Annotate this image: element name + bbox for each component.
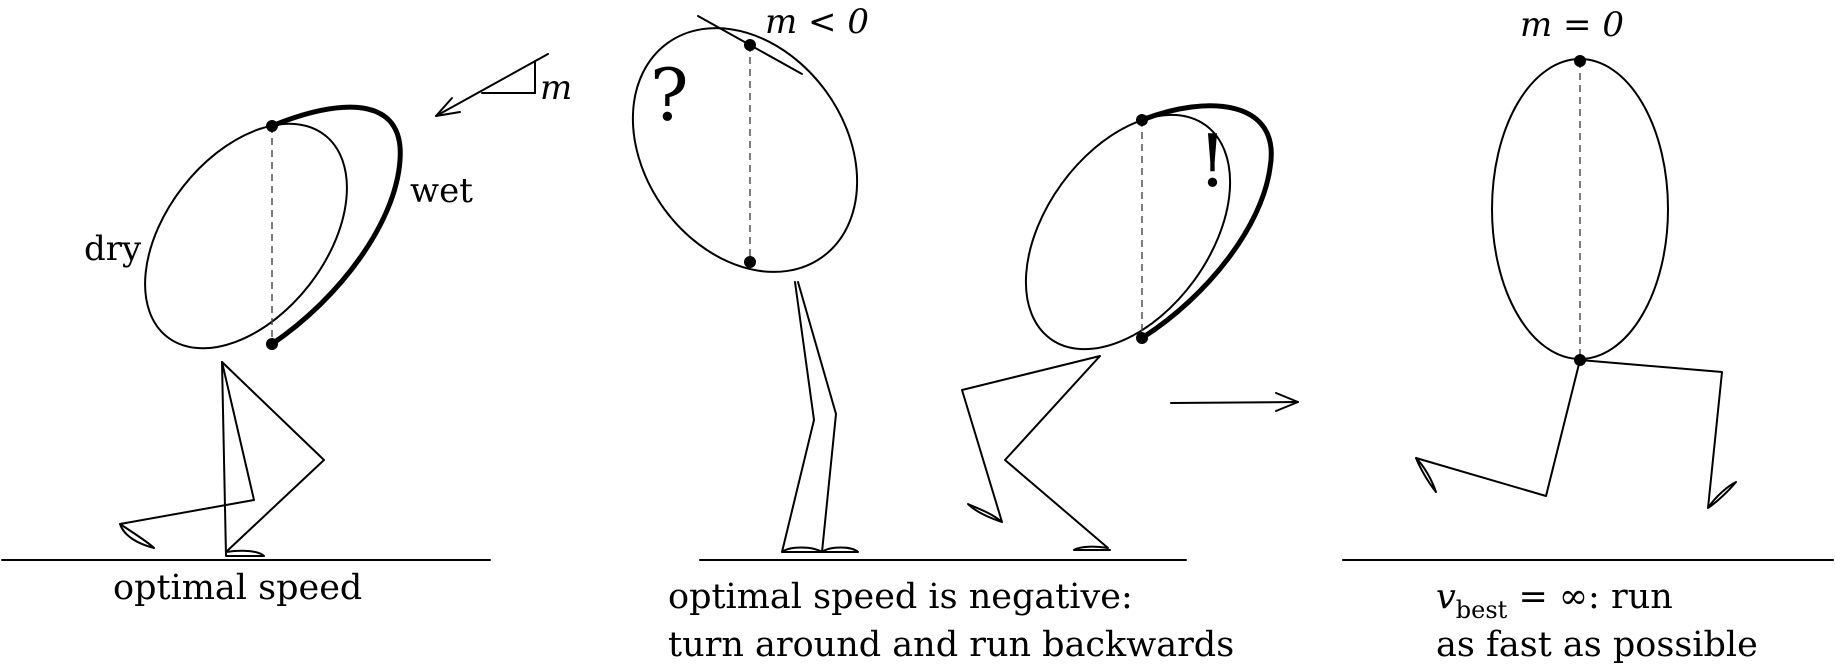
body-ellipse-1	[144, 122, 348, 350]
leg-front-1	[221, 361, 325, 557]
panel-negative-slope: ? m < 0 ! optimal speed is negative: tur…	[631, 2, 1299, 665]
caption-optimal-speed: optimal speed	[113, 568, 362, 608]
body-ellipse-2b	[1024, 113, 1232, 351]
legs-2a	[781, 281, 859, 553]
slope-label-m: m	[540, 68, 572, 108]
label-wet: wet	[410, 171, 473, 211]
wet-side-arc-2b	[1139, 103, 1274, 341]
top-point-2b	[1136, 114, 1148, 126]
bottom-point-1	[266, 338, 278, 350]
caption-v-symbol: v	[1436, 577, 1456, 617]
annotation-m-equals-0: m = 0	[1520, 5, 1624, 45]
bottom-point-2a	[744, 256, 756, 268]
caption-negative-line1: optimal speed is negative:	[668, 577, 1133, 617]
caption-vbest-line2: as fast as possible	[1436, 625, 1758, 665]
top-point-1	[266, 120, 278, 132]
bottom-point-2b	[1136, 332, 1148, 344]
leg-back-1	[119, 361, 255, 549]
exclamation-mark: !	[1198, 119, 1227, 203]
caption-v-subscript: best	[1456, 596, 1508, 624]
rain-slope-indicator: m	[435, 53, 572, 117]
label-dry: dry	[84, 229, 142, 269]
top-point-2a	[744, 39, 756, 51]
panel-zero-slope: m = 0 vbest = ∞: run as fast as possible	[1342, 5, 1834, 665]
annotation-m-less-0: m < 0	[765, 2, 869, 42]
legs-3	[1415, 359, 1737, 509]
top-point-3	[1574, 55, 1586, 67]
caption-v-rest: = ∞: run	[1507, 577, 1672, 617]
caption-vbest: vbest = ∞: run	[1436, 577, 1673, 624]
question-mark: ?	[650, 53, 689, 137]
panel-optimal-speed: m dry wet optimal speed	[1, 53, 572, 608]
body-ellipse-2a	[631, 27, 859, 273]
legs-2b	[961, 355, 1111, 551]
caption-negative-line2: turn around and run backwards	[668, 625, 1234, 665]
motion-arrow	[1170, 392, 1299, 412]
wet-side-arc	[269, 104, 403, 347]
